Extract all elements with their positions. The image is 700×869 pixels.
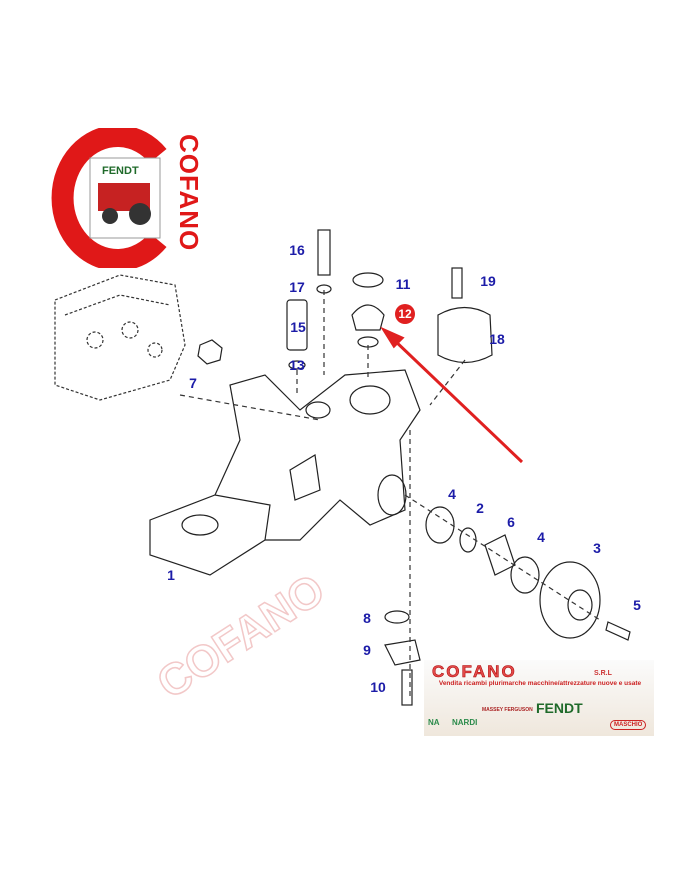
part-16-fitting [317,229,331,276]
label-17: 17 [289,279,305,295]
brand-nardi: NARDI [452,718,478,727]
label-11: 11 [395,276,411,292]
logo-brand-text: FENDT [102,165,139,177]
label-15: 15 [290,319,306,335]
label-18: 18 [489,331,505,347]
label-5: 5 [633,597,641,613]
part-7-nut [197,339,223,365]
part-3-hub [539,561,601,639]
banner-title: COFANO [432,662,517,682]
logo-text: COFANO [174,134,204,252]
label-4-second: 4 [537,529,545,545]
part-12-thermostat [351,304,385,331]
cofano-logo: FENDT [48,125,208,271]
axle-housing [149,369,421,576]
brand-fendt: FENDT [536,700,583,716]
part-6-sleeve [484,534,516,576]
part-4-bearing [425,506,455,544]
label-2: 2 [476,500,484,516]
part-2-circlip [459,527,477,553]
banner-subtitle: Vendita ricambi plurimarche macchine/att… [438,680,642,687]
part-18-housing [437,306,493,364]
label-9: 9 [363,642,371,658]
part-15-sleeve [286,299,308,351]
banner-suffix: S.R.L [594,670,612,677]
part-13-washer [288,360,306,370]
brand-maschio: MASCHIO [610,720,647,730]
part-10-fitting [401,669,413,706]
label-3: 3 [593,540,601,556]
cofano-banner: COFANO S.R.L Vendita ricambi plurimarche… [424,660,654,736]
part-11-oring [352,272,384,288]
label-19: 19 [480,273,496,289]
label-4: 4 [448,486,456,502]
label-10: 10 [370,679,386,695]
label-8: 8 [363,610,371,626]
part-5-bolt [605,621,631,641]
brand-massey: MASSEY FERGUSON [482,707,533,713]
brand-na: NA [428,718,440,727]
part-8-oring [384,610,410,624]
label-7: 7 [189,375,197,391]
label-13: 13 [289,357,305,373]
engine-block [54,274,186,401]
red-arrow [380,326,524,464]
label-16: 16 [289,242,305,258]
label-1: 1 [167,567,175,583]
watermark: COFANO [149,565,334,709]
label-6: 6 [507,514,515,530]
part-19-bolt [451,267,463,299]
part-4-bearing-2 [510,556,540,594]
callout-12: 12 [395,304,415,324]
part-9-flange [384,639,421,666]
